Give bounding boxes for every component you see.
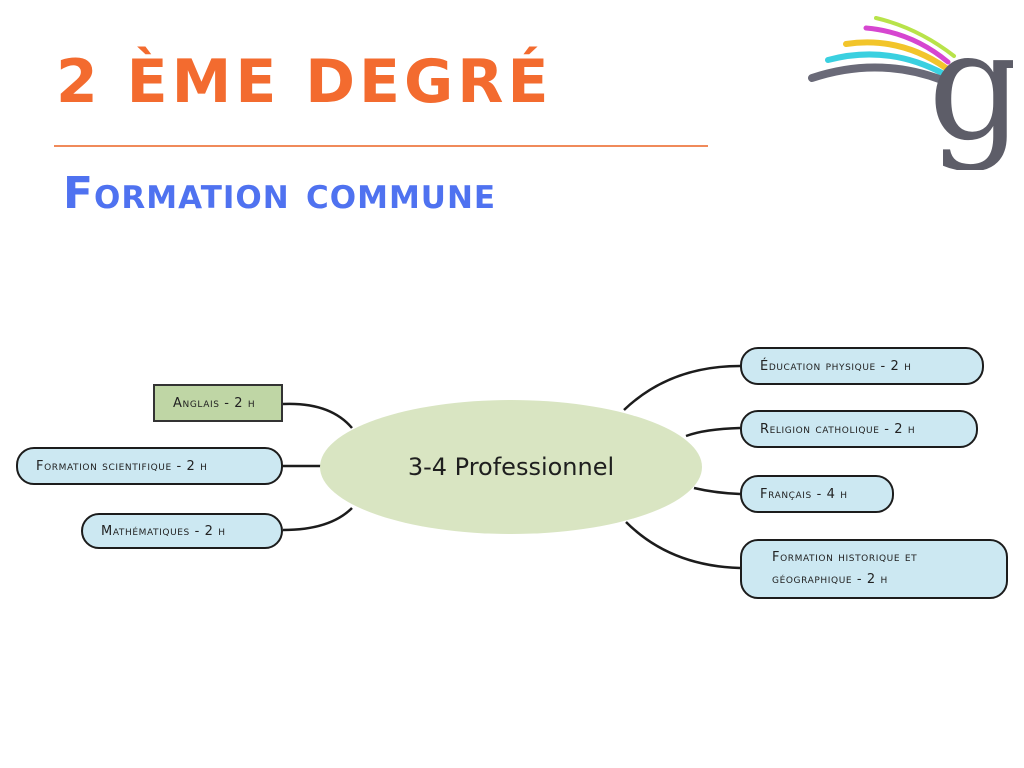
node-mathematiques: Mathématiques - 2 h (81, 513, 283, 549)
logo-arc-cyan (825, 51, 947, 77)
connector-anglais (282, 402, 353, 429)
node-francais: Français - 4 h (740, 475, 894, 513)
connector-education-physique (623, 364, 741, 411)
node-anglais: Anglais - 2 h (153, 384, 283, 422)
title-divider (54, 145, 708, 147)
connector-francais (693, 486, 741, 496)
logo-letter: g (928, 10, 1013, 170)
connector-formation-historique (625, 521, 741, 570)
page-subtitle: Formation commune (63, 168, 497, 219)
g-rainbow-logo-icon: g (808, 10, 1013, 170)
logo-arc-green (874, 16, 956, 58)
page-title: 2 ÈME DEGRÉ (56, 47, 553, 117)
central-topic: 3-4 Professionnel (320, 400, 702, 534)
logo-arc-gray (808, 63, 946, 84)
connector-mathematiques (282, 507, 353, 532)
node-education-physique: Éducation physique - 2 h (740, 347, 984, 385)
node-formation-historique: Formation historique et géographique - 2… (740, 539, 1008, 599)
node-religion-catholique: Religion catholique - 2 h (740, 410, 978, 448)
logo-arc-magenta (863, 25, 951, 65)
node-formation-scientifique: Formation scientifique - 2 h (16, 447, 283, 485)
connector-religion-catholique (685, 426, 741, 438)
logo-arc-yellow (843, 39, 949, 71)
